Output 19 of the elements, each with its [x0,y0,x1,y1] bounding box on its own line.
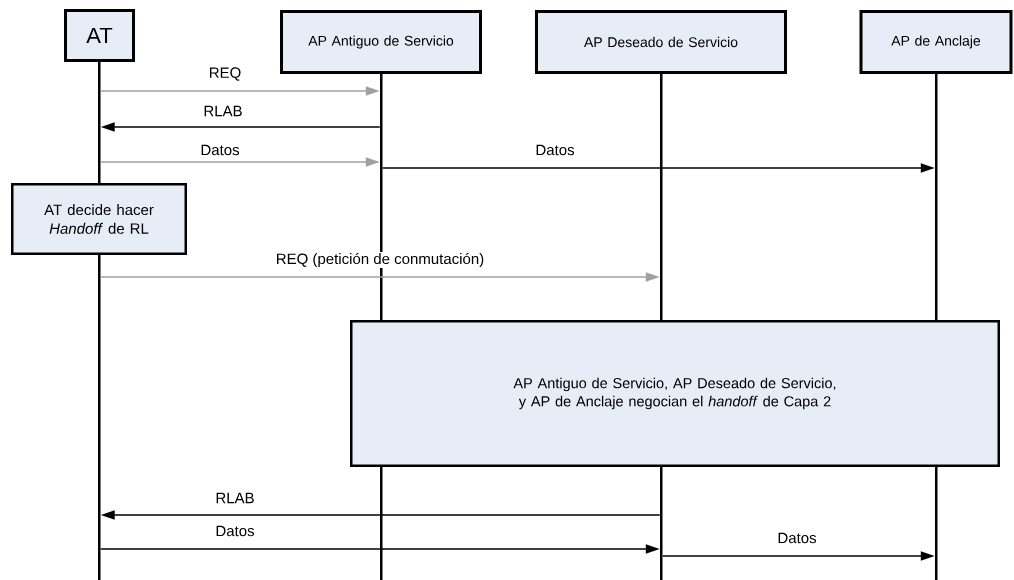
edge-label: Datos [776,531,818,545]
lifeline [660,74,663,320]
participant-box: AP Antiguo de Servicio [280,10,482,74]
note-box: AP Antiguo de Servicio, AP Deseado de Servicio, y AP de Anclaje negocian el handoff de Capa 2 [350,320,1000,467]
lifeline [660,467,663,580]
edge-label: REQ (petición de conmutación) [274,251,486,269]
lifeline [935,74,938,320]
participant-box: AP Deseado de Servicio [535,10,787,74]
edge-label: RLAB [214,491,256,505]
participant-box: AP de Anclaje [859,10,1013,74]
edge-label: Datos [534,143,576,157]
lifeline [380,467,383,580]
note-box: AT decide hacer Handoff de RL [11,183,187,255]
participant-box: AT [64,9,135,62]
edge-label: Datos [214,524,256,538]
edge-label: REQ [207,66,243,82]
edge-label: Datos [199,143,241,157]
edge-label: RLAB [202,104,244,118]
lifeline [935,467,938,580]
